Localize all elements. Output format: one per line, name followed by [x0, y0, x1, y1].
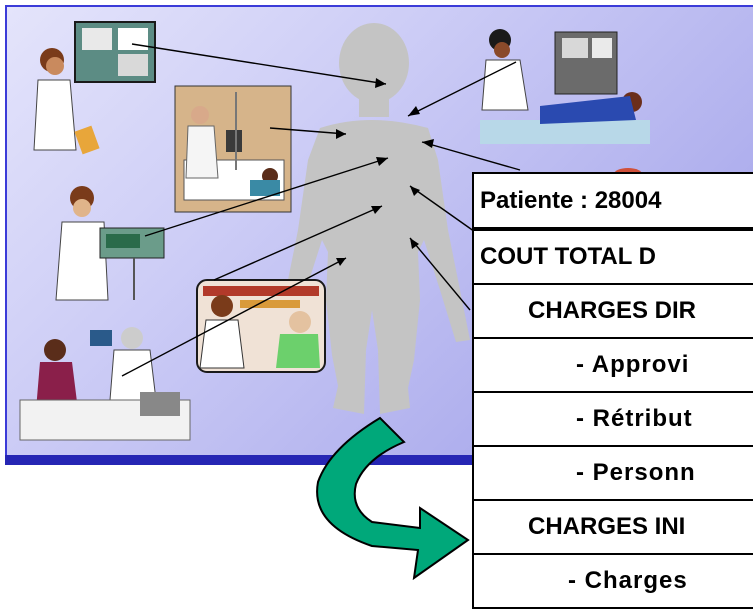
cost-table-row: - Personn — [474, 447, 753, 501]
cost-table-row: CHARGES DIR — [474, 285, 753, 339]
cost-table: Patiente : 28004 COUT TOTAL D CHARGES DI… — [472, 172, 753, 609]
arrowheads — [336, 78, 434, 266]
nurse-iv-icon — [174, 85, 292, 213]
curved-arrow-icon — [316, 416, 470, 580]
lab-technicians-icon — [19, 327, 191, 441]
cost-table-row: - Charges — [474, 555, 753, 609]
ultrasound-exam-icon — [480, 29, 650, 144]
panel-shadow — [5, 455, 753, 465]
cost-table-row: Patiente : 28004 — [474, 174, 753, 231]
connector-arrows — [121, 43, 521, 377]
cost-table-row: CHARGES INI — [474, 501, 753, 555]
illustration-scene — [19, 21, 650, 580]
cost-table-row: COUT TOTAL D — [474, 231, 753, 285]
doctor-ecg-icon — [55, 186, 165, 301]
pharmacy-icon — [196, 279, 326, 373]
radiologist-xray-icon — [33, 21, 156, 155]
cost-table-row: - Approvi — [474, 339, 753, 393]
cost-table-row: - Rétribut — [474, 393, 753, 447]
